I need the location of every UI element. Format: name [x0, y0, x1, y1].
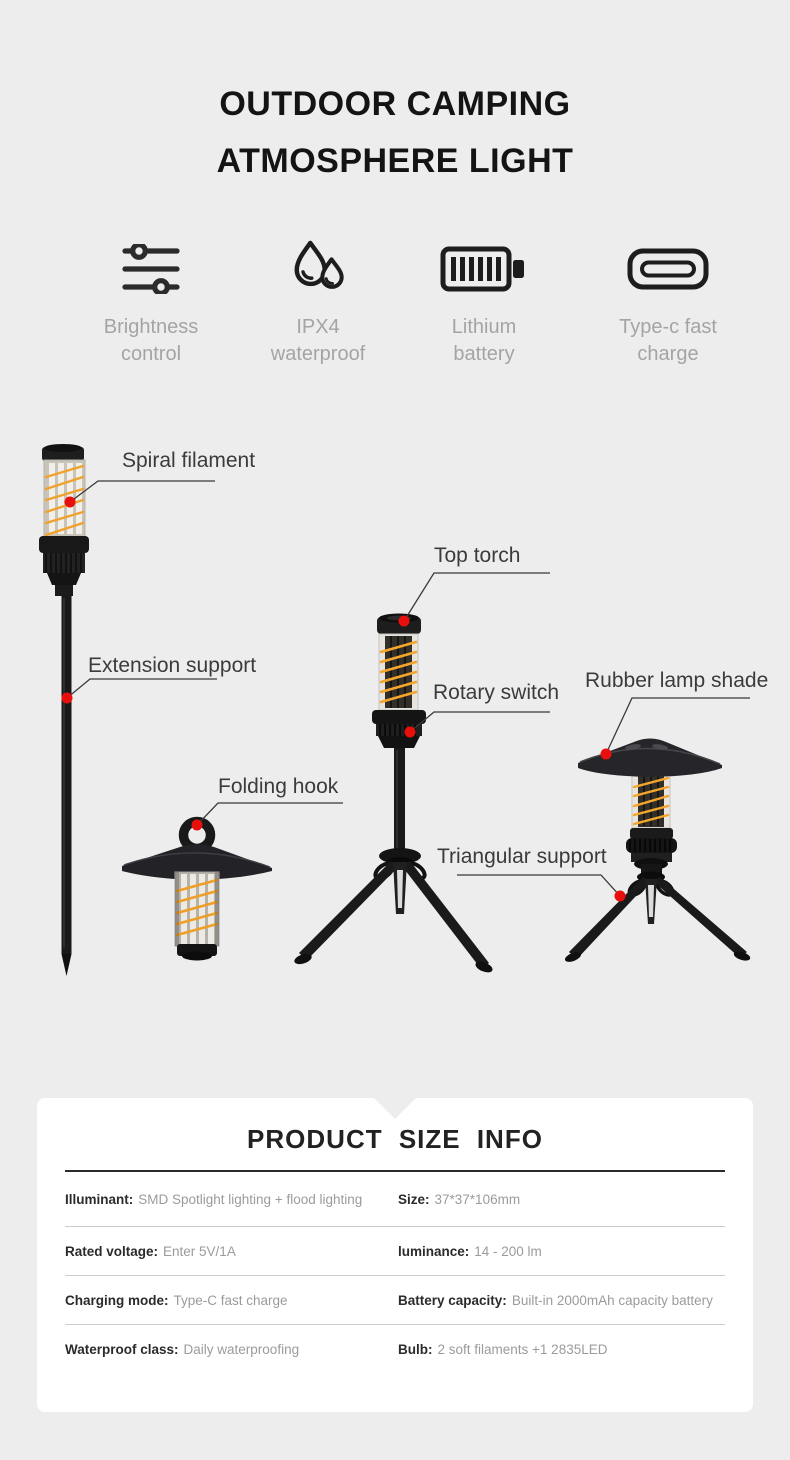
spec-label: Illuminant:	[65, 1191, 134, 1207]
stake-lamp-illustration	[39, 444, 89, 976]
tripod-torch-illustration	[294, 613, 493, 973]
hanging-lantern-illustration	[122, 816, 272, 961]
spec-value: Type-C fast charge	[173, 1292, 288, 1308]
callout-spiral-filament: Spiral filament	[122, 449, 256, 472]
page-title: OUTDOOR CAMPING ATMOSPHERE LIGHT	[0, 76, 790, 190]
feature-ipx4-waterproof: IPX4 waterproof	[243, 240, 393, 368]
battery-icon	[409, 240, 559, 298]
feature-lithium-battery: Lithium battery	[409, 240, 559, 368]
feature-label: Type-c fast charge	[619, 316, 717, 365]
feature-type-c-fast-charge: Type-c fast charge	[593, 240, 743, 368]
spec-row: Illuminant:SMD Spotlight lighting + floo…	[65, 1172, 725, 1227]
feature-label: Lithium battery	[451, 316, 517, 365]
page-title-line1: OUTDOOR CAMPING	[219, 85, 571, 123]
callout-top-torch: Top torch	[434, 544, 521, 567]
spec-label: luminance:	[398, 1243, 470, 1259]
callout-folding-hook: Folding hook	[218, 775, 339, 798]
card-top-notch	[374, 1098, 416, 1119]
size-info-title: PRODUCT SIZE INFO	[247, 1124, 543, 1154]
spec-value: 14 - 200 lm	[474, 1243, 542, 1259]
type-c-icon	[593, 240, 743, 298]
spec-value: 2 soft filaments +1 2835LED	[437, 1341, 608, 1357]
spec-row: Waterproof class:Daily waterproofing Bul…	[65, 1325, 725, 1373]
shade-tripod-lamp-illustration	[564, 738, 751, 962]
spec-label: Charging mode:	[65, 1292, 169, 1308]
callout-triangular-support: Triangular support	[437, 845, 607, 868]
callout-rotary-switch: Rotary switch	[433, 681, 560, 704]
callout-leader-lines	[66, 480, 750, 897]
spec-label: Bulb:	[398, 1341, 433, 1357]
spec-label: Waterproof class:	[65, 1341, 179, 1357]
spec-value: Enter 5V/1A	[163, 1243, 236, 1259]
spec-value: SMD Spotlight lighting + flood lighting	[138, 1191, 363, 1207]
spec-label: Size:	[398, 1191, 430, 1207]
spec-row: Rated voltage:Enter 5V/1A luminance:14 -…	[65, 1227, 725, 1276]
page-title-line2: ATMOSPHERE LIGHT	[216, 142, 574, 180]
feature-brightness-control: Brightness control	[76, 240, 226, 368]
spec-row: Charging mode:Type-C fast charge Battery…	[65, 1276, 725, 1325]
callout-extension-support: Extension support	[88, 654, 257, 677]
feature-label: Brightness control	[103, 316, 199, 365]
feature-label: IPX4 waterproof	[270, 316, 366, 365]
callout-rubber-lamp-shade: Rubber lamp shade	[585, 669, 769, 692]
title-divider	[65, 1170, 725, 1172]
spec-label: Rated voltage:	[65, 1243, 159, 1259]
brightness-sliders-icon	[76, 240, 226, 298]
waterdrops-icon	[243, 240, 393, 298]
size-info-card: PRODUCT SIZE INFO Illuminant:SMD Spotlig…	[37, 1098, 753, 1412]
spec-value: Built-in 2000mAh capacity battery	[511, 1292, 713, 1308]
callout-dots	[61, 496, 626, 902]
spec-value: Daily waterproofing	[183, 1341, 300, 1357]
spec-label: Battery capacity:	[398, 1292, 507, 1308]
spec-value: 37*37*106mm	[434, 1191, 521, 1207]
